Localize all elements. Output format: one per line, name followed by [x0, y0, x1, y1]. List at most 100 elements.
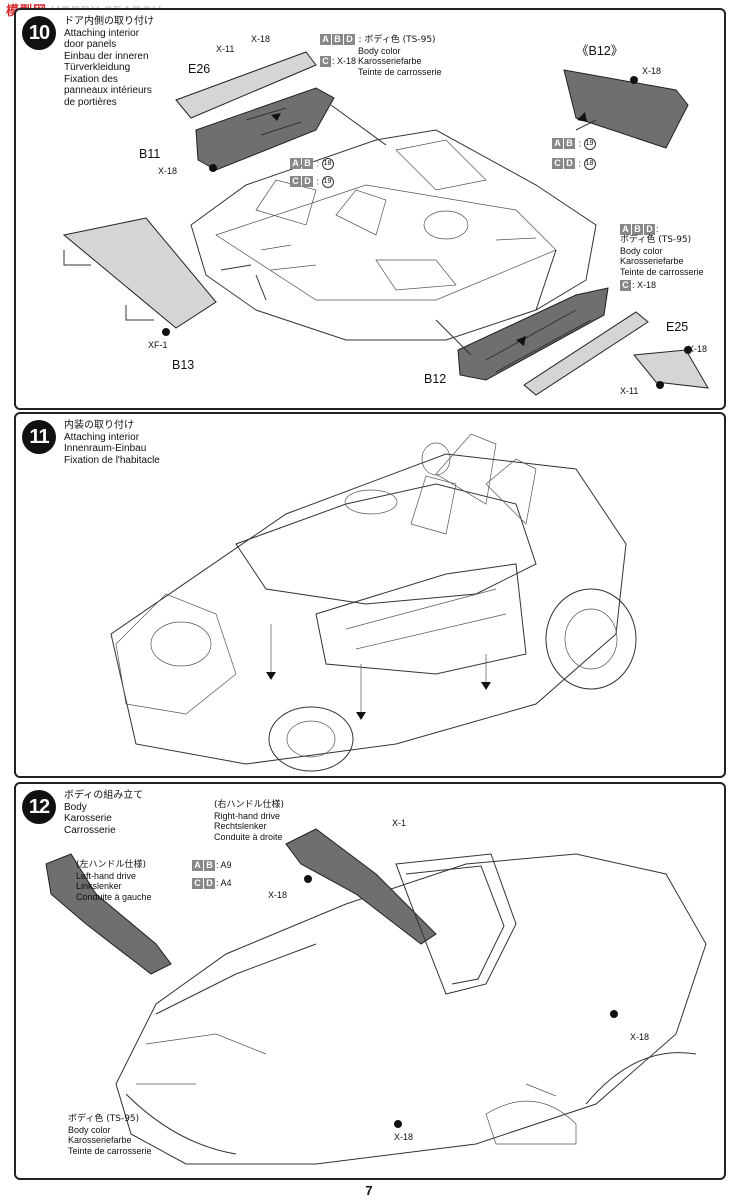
- step-11-panel: 11 内装の取り付け Attaching interior Innenraum-…: [14, 412, 726, 778]
- title-en-2: door panels: [64, 39, 117, 50]
- box-c: C: [620, 280, 631, 291]
- step-number: 10: [22, 16, 56, 50]
- color-c-text: : X-18: [332, 56, 357, 66]
- box-c: C: [290, 176, 301, 188]
- part-e25: [523, 311, 649, 396]
- box-b: B: [302, 158, 313, 170]
- label-xf1: XF-1: [148, 340, 168, 350]
- step-11-title: 内装の取り付け Attaching interior Innenraum-Ein…: [64, 420, 160, 466]
- lhd-de: Linkslenker: [76, 881, 122, 891]
- lhd-note: (左ハンドル仕様) Left-hand drive Linkslenker Co…: [76, 860, 152, 902]
- box-d: D: [302, 176, 313, 188]
- body-color-note: ボディ色 (TS-95) Body color Karosseriefarbe …: [68, 1114, 152, 1156]
- title-de: Karosserie: [64, 813, 112, 824]
- title-de-1: Einbau der inneren: [64, 50, 149, 62]
- title-de-2: Türverkleidung: [64, 62, 131, 73]
- label-e26: E26: [188, 62, 211, 76]
- color-de: Karosseriefarbe: [358, 56, 422, 66]
- box-c: C: [320, 56, 331, 67]
- box-d: D: [564, 158, 575, 170]
- part-e26: [175, 51, 317, 119]
- box-a: A: [290, 158, 301, 170]
- label-b12: B12: [424, 372, 447, 386]
- box-d: D: [204, 878, 215, 889]
- label-x18-c: X-18: [394, 1132, 414, 1142]
- rhd-fr: Conduite à droite: [214, 831, 283, 842]
- part-number: 18: [321, 158, 334, 170]
- label-e25: E25: [666, 320, 689, 334]
- box-c: C: [192, 878, 203, 889]
- color-c-text: : X-18: [632, 280, 657, 290]
- step-10-title: ドア内側の取り付け Attaching interior door panels…: [64, 16, 154, 108]
- box-d: D: [344, 34, 355, 45]
- color-jp: ボディ色 (TS-95): [68, 1114, 140, 1124]
- title-fr-1: Fixation des: [64, 73, 118, 85]
- title-en-1: Attaching interior: [64, 27, 140, 39]
- color-en: Body color: [358, 45, 401, 56]
- color-de: Karosseriefarbe: [620, 256, 684, 266]
- label-x18-b: X-18: [630, 1032, 650, 1042]
- part-number: 19: [583, 138, 596, 150]
- part-a4: : A4: [216, 878, 232, 888]
- color-en: Body color: [620, 245, 663, 256]
- part-number: 19: [321, 176, 334, 188]
- rhd-en: Right-hand drive: [214, 810, 281, 821]
- box-a: A: [620, 224, 631, 235]
- lhd-en: Left-hand drive: [76, 870, 137, 881]
- title-fr: Carrosserie: [64, 824, 116, 836]
- lhd-fr: Conduite à gauche: [76, 891, 152, 902]
- rhd-note: (右ハンドル仕様) Right-hand drive Rechtslenker …: [214, 800, 284, 842]
- title-de: Innenraum-Einbau: [64, 443, 147, 454]
- step-10-illustration: [62, 51, 709, 396]
- part-a9: : A9: [216, 860, 232, 870]
- step-number: 12: [22, 790, 56, 824]
- label-x11-e25: X-11: [620, 386, 639, 396]
- windshield-frame-rhd: [285, 828, 437, 945]
- title-jp: ドア内側の取り付け: [64, 16, 154, 27]
- box-b: B: [332, 34, 343, 45]
- color-en: Body color: [68, 1124, 111, 1135]
- title-fr: Fixation de l'habitacle: [64, 454, 160, 466]
- color-fr: Teinte de carrosserie: [358, 66, 442, 77]
- box-a: A: [552, 138, 563, 150]
- part-b13: [62, 217, 217, 329]
- color-fr: Teinte de carrosserie: [620, 266, 704, 277]
- box-b: B: [632, 224, 643, 235]
- step-11-illustration: [110, 433, 637, 772]
- label-b12-ref: 《B12》: [576, 44, 624, 58]
- rhd-jp: (右ハンドル仕様): [214, 800, 285, 810]
- color-fr: Teinte de carrosserie: [68, 1145, 152, 1156]
- color-jp: ボディ色 (TS-95): [620, 235, 692, 245]
- part-b11: [195, 87, 335, 171]
- box-d: D: [644, 224, 655, 235]
- box-a: A: [320, 34, 331, 45]
- label-x18: X-18: [251, 34, 271, 44]
- title-jp: 内装の取り付け: [64, 420, 134, 431]
- step-12-panel: 12 ボディの組み立て Body Karosserie Carrosserie …: [14, 782, 726, 1180]
- label-x11: X-11: [216, 44, 235, 54]
- color-de: Karosseriefarbe: [68, 1135, 132, 1145]
- label-x18-b12: X-18: [642, 66, 662, 76]
- rhd-de: Rechtslenker: [214, 821, 267, 831]
- label-x18-a: X-18: [268, 890, 288, 900]
- box-c: C: [552, 158, 563, 170]
- label-x1: X-1: [392, 818, 407, 828]
- title-en: Body: [64, 801, 87, 813]
- label-b11: B11: [139, 147, 161, 161]
- title-en: Attaching interior: [64, 431, 140, 443]
- title-fr-3: de portières: [64, 96, 117, 108]
- part-number: 18: [583, 158, 596, 170]
- label-b13: B13: [172, 358, 195, 372]
- step-10-panel: 10 ドア内側の取り付け Attaching interior door pan…: [14, 8, 726, 410]
- box-a: A: [192, 860, 203, 871]
- title-fr-2: panneaux intérieurs: [64, 85, 152, 96]
- step-number: 11: [22, 420, 56, 454]
- colon: :: [656, 224, 659, 234]
